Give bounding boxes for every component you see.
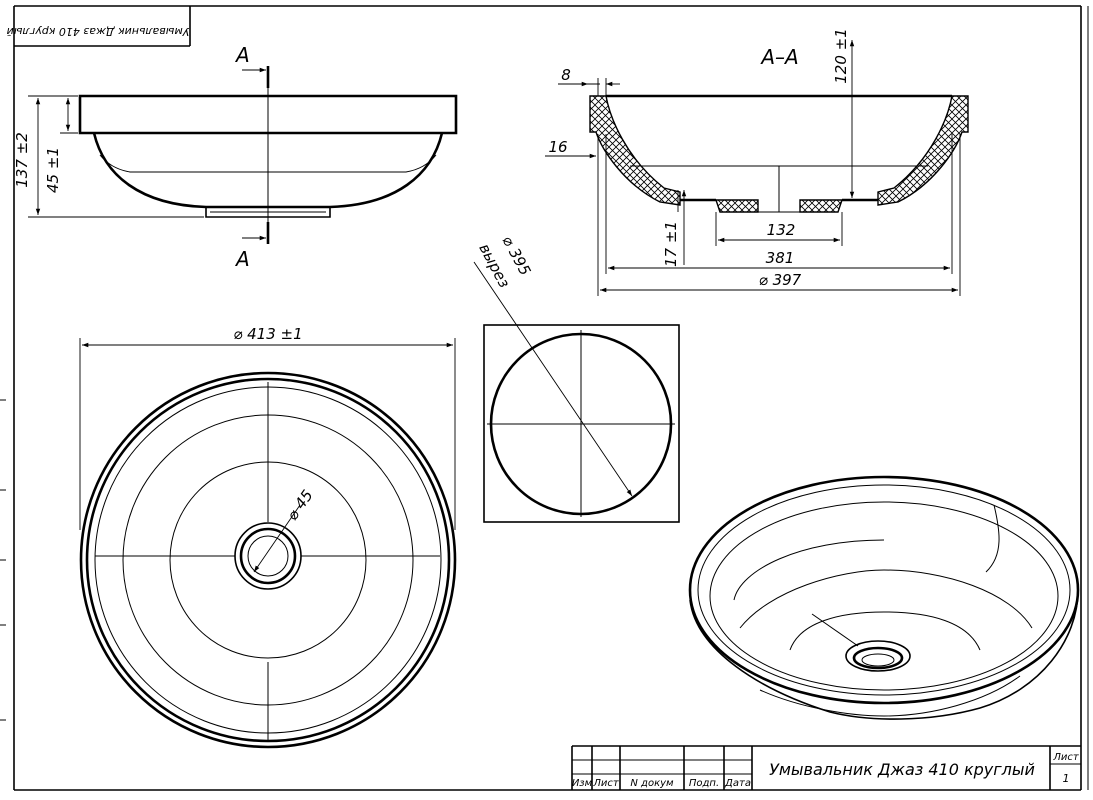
dim-diameter: ⌀ 413 ±1: [233, 325, 302, 343]
section-title: А–А: [759, 45, 798, 69]
dim-total-height: 137 ±2: [13, 132, 31, 188]
section-marker-top: А: [234, 43, 250, 67]
section-marker-bottom: А: [234, 247, 250, 271]
dim-rim-thickness: 8: [561, 66, 571, 84]
section-view: А–А 8 16 120 ±1 17 ±1 132 381: [545, 28, 969, 296]
stamp-top-title: Умывальник Джаз 410 круглый: [7, 25, 190, 38]
isometric-view: [688, 475, 1080, 720]
sheet-number: 1: [1063, 772, 1070, 785]
dim-depth: 120 ±1: [832, 28, 850, 84]
title-block: Изм Лист N докум Подп. Дата Умывальник Д…: [571, 745, 1081, 790]
col-date: Дата: [724, 778, 751, 789]
dim-drain: ⌀ 45: [283, 486, 317, 523]
dim-rim-height: 45 ±1: [44, 147, 62, 193]
sheet-label: Лист: [1052, 752, 1080, 763]
dim-base-height: 17 ±1: [662, 221, 680, 267]
stamp-top-block: Умывальник Джаз 410 круглый: [7, 6, 191, 47]
col-list: Лист: [592, 778, 620, 789]
top-view: ⌀ 413 ±1 ⌀ 45: [79, 325, 457, 749]
cutout-view: ⌀ 395 вырез: [473, 233, 680, 523]
dim-lip: 16: [548, 138, 567, 156]
col-sign: Подп.: [689, 778, 719, 789]
col-doc: N докум: [630, 778, 674, 789]
drawing-title: Умывальник Джаз 410 круглый: [769, 760, 1035, 779]
dim-outer: ⌀ 397: [759, 271, 802, 289]
dim-inner: 381: [766, 249, 795, 267]
drawing-frame: [0, 5, 1089, 791]
dim-drain-base: 132: [767, 221, 796, 239]
col-izm: Изм: [572, 778, 593, 789]
side-view: А А 137 ±2 45 ±1: [13, 43, 458, 271]
